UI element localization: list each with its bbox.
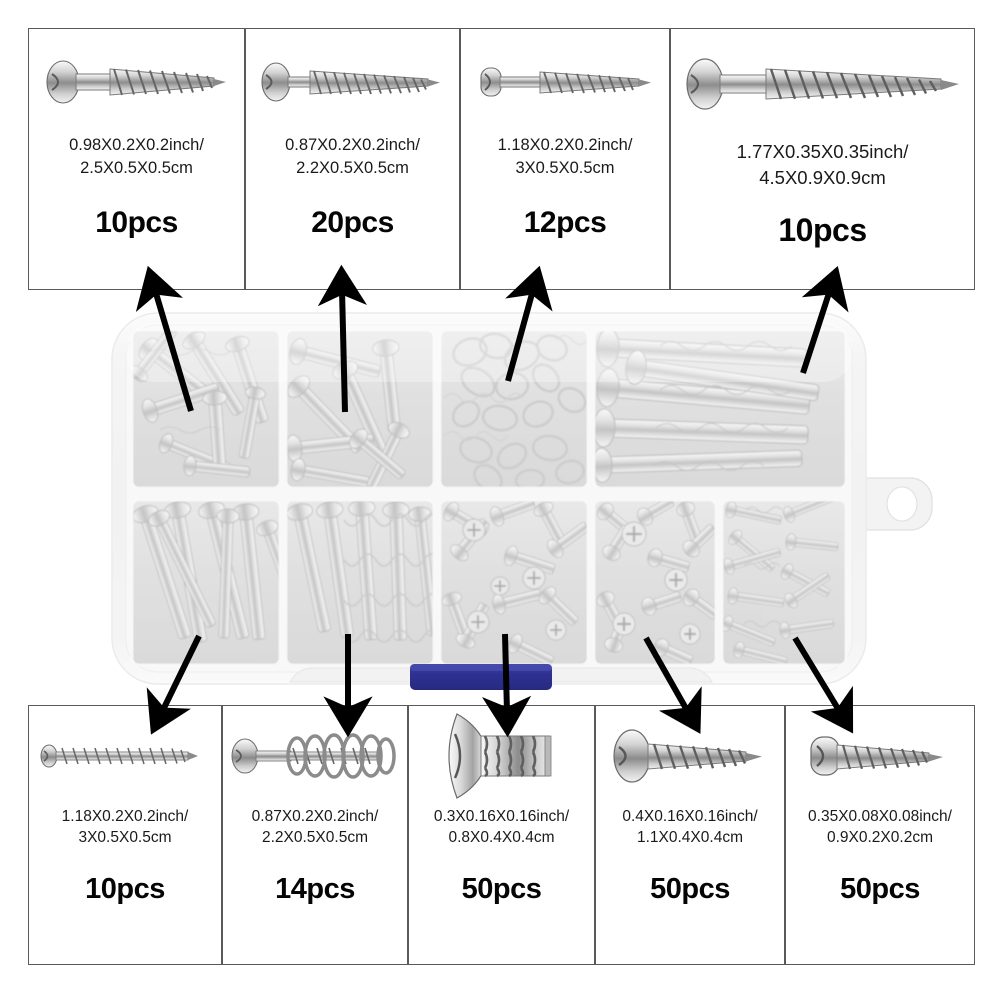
screw-image-top-3 — [461, 29, 669, 134]
flat-head-machine-screw-icon — [447, 713, 551, 799]
dimension-text-bottom-3: 0.3X0.16X0.16inch/ 0.8X0.4X0.4cm — [434, 806, 569, 849]
dimension-inch: 1.18X0.2X0.2inch/ — [497, 136, 633, 154]
callout-panel-bottom-5: 0.35X0.08X0.08inch/ 0.9X0.2X0.2cm 50pcs — [785, 705, 975, 965]
count-label-bottom-3: 50pcs — [461, 872, 542, 905]
screw-with-washers-icon — [231, 733, 396, 779]
dimension-inch: 0.87X0.2X0.2inch/ — [285, 136, 420, 154]
pan-head-wood-screw-icon — [480, 66, 651, 97]
dimension-inch: 0.87X0.2X0.2inch/ — [251, 808, 379, 825]
oval-head-wood-screw-icon — [261, 61, 440, 102]
dimension-cm: 2.5X0.5X0.5cm — [80, 158, 193, 177]
long-thin-screw-icon — [40, 744, 198, 768]
screw-image-top-1 — [29, 29, 244, 134]
dimension-text-top-4: 1.77X0.35X0.35inch/ 4.5X0.9X0.9cm — [737, 139, 909, 190]
pan-head-self-tapping-screw-icon — [810, 736, 943, 776]
case-latch[interactable] — [410, 664, 552, 690]
screw-image-bottom-1 — [29, 706, 221, 806]
callout-panel-top-3: 1.18X0.2X0.2inch/ 3X0.5X0.5cm 12pcs — [460, 28, 670, 290]
callout-panel-bottom-4: 0.4X0.16X0.16inch/ 1.1X0.4X0.4cm 50pcs — [595, 705, 785, 965]
dimension-text-top-3: 1.18X0.2X0.2inch/ 3X0.5X0.5cm — [498, 134, 633, 180]
screw-image-top-4 — [671, 29, 974, 139]
count-label-top-2: 20pcs — [311, 205, 394, 239]
count-label-bottom-1: 10pcs — [85, 872, 165, 905]
oval-head-wood-screw-icon — [46, 59, 226, 104]
dimension-inch: 1.18X0.2X0.2inch/ — [61, 808, 189, 825]
count-label-top-3: 12pcs — [523, 205, 607, 239]
dimension-cm: 4.5X0.9X0.9cm — [759, 166, 886, 188]
callout-panel-top-1: 0.98X0.2X0.2inch/ 2.5X0.5X0.5cm 10pcs — [28, 28, 245, 290]
case-clasp-tab — [857, 477, 933, 531]
count-label-bottom-4: 50pcs — [650, 872, 730, 905]
screw-image-bottom-2 — [223, 706, 407, 806]
dimension-cm: 2.2X0.5X0.5cm — [262, 829, 368, 847]
dimension-cm: 3X0.5X0.5cm — [515, 158, 615, 177]
count-label-top-1: 10pcs — [95, 205, 178, 239]
callout-panel-bottom-1: 1.18X0.2X0.2inch/ 3X0.5X0.5cm 10pcs — [28, 705, 222, 965]
dimension-text-bottom-2: 0.87X0.2X0.2inch/ 2.2X0.5X0.5cm — [252, 806, 379, 849]
dimension-cm: 2.2X0.5X0.5cm — [296, 158, 409, 177]
dimension-inch: 1.77X0.35X0.35inch/ — [736, 141, 909, 162]
callout-panel-bottom-2: 0.87X0.2X0.2inch/ 2.2X0.5X0.5cm 14pcs — [222, 705, 408, 965]
oval-head-self-tapping-screw-icon — [613, 729, 762, 783]
dimension-cm: 1.1X0.4X0.4cm — [637, 829, 743, 847]
callout-panel-top-2: 0.87X0.2X0.2inch/ 2.2X0.5X0.5cm 20pcs — [245, 28, 460, 290]
dimension-text-bottom-1: 1.18X0.2X0.2inch/ 3X0.5X0.5cm — [62, 806, 189, 849]
callout-panel-bottom-3: 0.3X0.16X0.16inch/ 0.8X0.4X0.4cm 50pcs — [408, 705, 595, 965]
dimension-text-bottom-5: 0.35X0.08X0.08inch/ 0.9X0.2X0.2cm — [808, 806, 952, 849]
dimension-inch: 0.35X0.08X0.08inch/ — [808, 808, 952, 825]
dimension-inch: 0.98X0.2X0.2inch/ — [69, 136, 204, 154]
count-label-bottom-2: 14pcs — [275, 872, 355, 905]
dimension-cm: 3X0.5X0.5cm — [78, 829, 172, 847]
screw-image-bottom-4 — [596, 706, 784, 806]
dimension-text-top-2: 0.87X0.2X0.2inch/ 2.2X0.5X0.5cm — [285, 134, 420, 180]
dimension-inch: 0.4X0.16X0.16inch/ — [622, 808, 758, 825]
dimension-inch: 0.3X0.16X0.16inch/ — [433, 808, 570, 825]
count-label-bottom-5: 50pcs — [840, 872, 920, 905]
screw-image-bottom-3 — [409, 706, 594, 806]
dimension-cm: 0.8X0.4X0.4cm — [448, 829, 555, 847]
count-label-top-4: 10pcs — [778, 212, 867, 249]
screw-image-bottom-5 — [786, 706, 974, 806]
large-oval-head-wood-screw-icon — [685, 58, 959, 110]
dimension-text-bottom-4: 0.4X0.16X0.16inch/ 1.1X0.4X0.4cm — [622, 806, 757, 849]
screw-image-top-2 — [246, 29, 459, 134]
dimension-text-top-1: 0.98X0.2X0.2inch/ 2.5X0.5X0.5cm — [69, 134, 204, 180]
callout-panel-top-4: 1.77X0.35X0.35inch/ 4.5X0.9X0.9cm 10pcs — [670, 28, 975, 290]
dimension-cm: 0.9X0.2X0.2cm — [827, 829, 933, 847]
